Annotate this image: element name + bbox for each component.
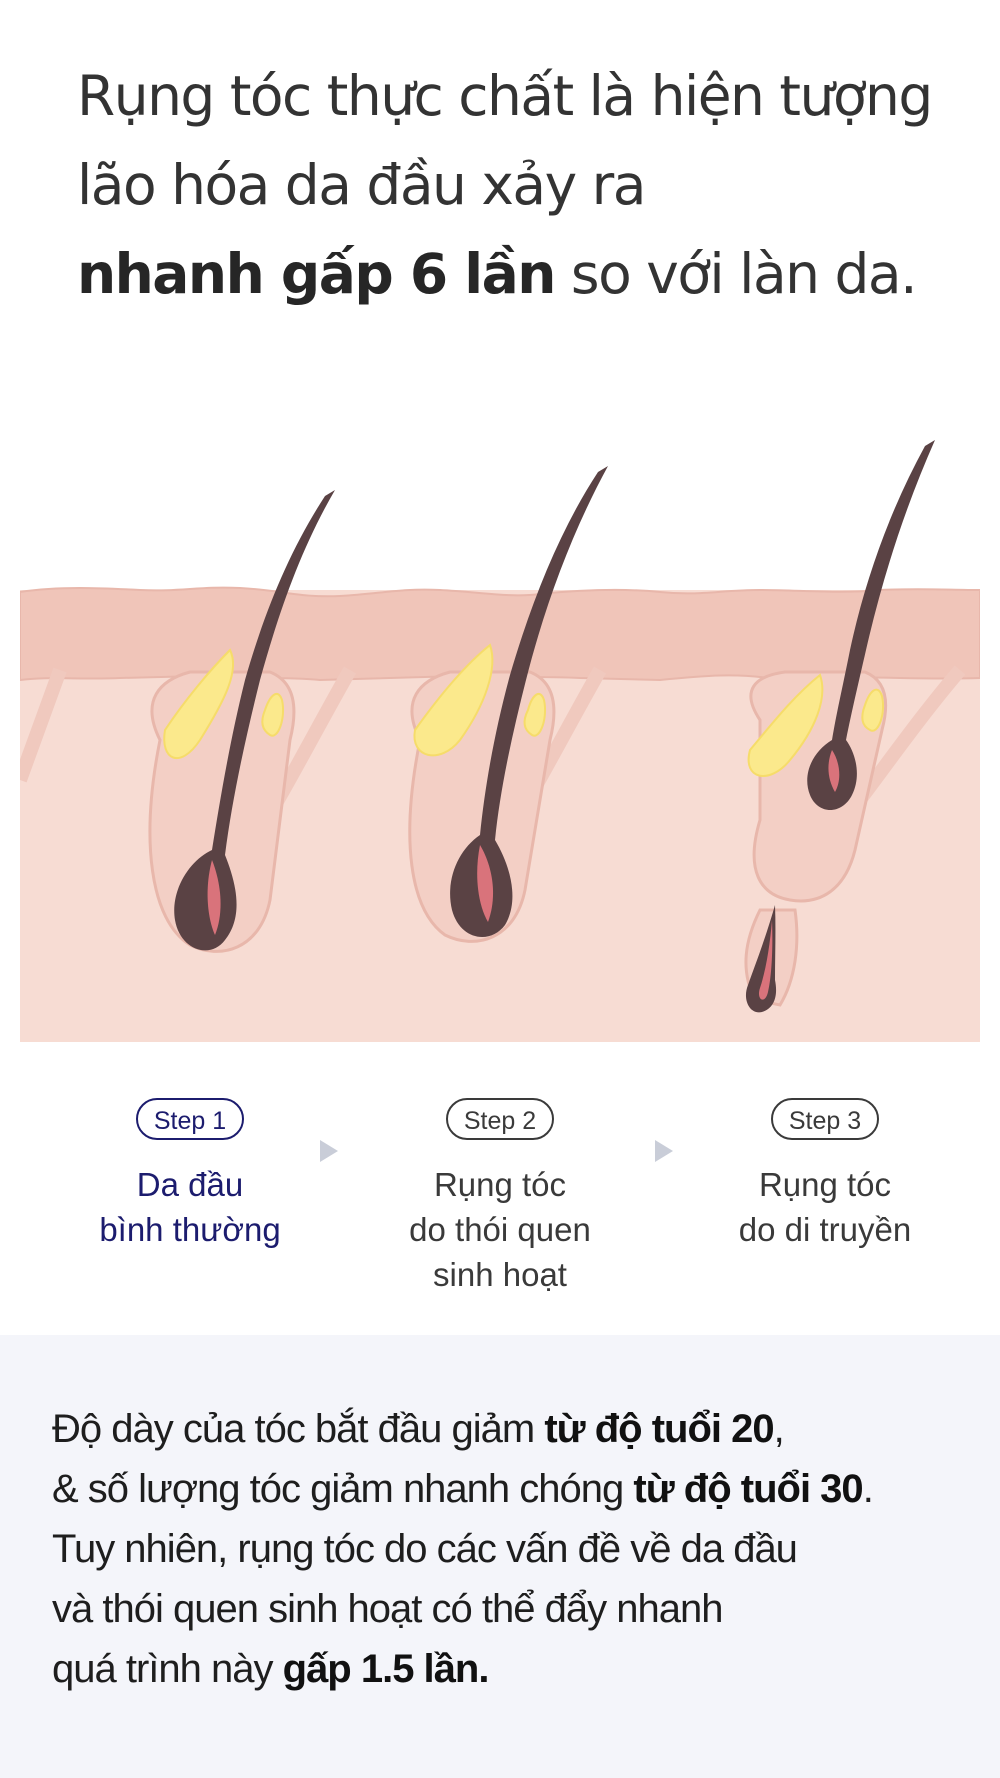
step-3-caption-line-1: Rụng tóc bbox=[758, 1166, 892, 1203]
step-1[interactable]: Step 1 Da đầu bình thường bbox=[40, 1098, 340, 1252]
hair-follicle-stages-illustration bbox=[20, 440, 980, 1042]
info-line-1-text: Độ dày của tóc bắt đầu giảm bbox=[52, 1407, 545, 1451]
follicle-step-2 bbox=[408, 466, 608, 943]
step-3[interactable]: Step 3 Rụng tóc do di truyền bbox=[675, 1098, 975, 1252]
info-line-2: & số lượng tóc giảm nhanh chóng từ độ tu… bbox=[52, 1459, 992, 1519]
step-3-badge: Step 3 bbox=[770, 1098, 880, 1140]
epidermis-layer bbox=[20, 586, 980, 682]
headline-line-2: lão hóa da đầu xảy ra bbox=[77, 153, 646, 217]
info-line-4: và thói quen sinh hoạt có thể đẩy nhanh bbox=[52, 1587, 723, 1631]
headline-line-3: nhanh gấp 6 lần so với làn da. bbox=[77, 230, 977, 319]
info-line-5: quá trình này gấp 1.5 lần. bbox=[52, 1639, 992, 1699]
step-2-caption: Rụng tóc do thói quen sinh hoạt bbox=[350, 1162, 650, 1297]
step-2-badge: Step 2 bbox=[445, 1098, 555, 1140]
headline: Rụng tóc thực chất là hiện tượng lão hóa… bbox=[77, 52, 977, 319]
hair-strand-2 bbox=[450, 466, 608, 937]
next-arrow-icon bbox=[320, 1140, 338, 1162]
info-line-1: Độ dày của tóc bắt đầu giảm từ độ tuổi 2… bbox=[52, 1399, 992, 1459]
follicle-step-1 bbox=[148, 490, 335, 953]
step-3-caption: Rụng tóc do di truyền bbox=[675, 1162, 975, 1252]
step-1-caption-line-1: Da đầu bbox=[136, 1166, 244, 1203]
next-arrow-icon bbox=[655, 1140, 673, 1162]
steps-row: Step 1 Da đầu bình thường Step 2 Rụng tó… bbox=[0, 1098, 1000, 1318]
step-2[interactable]: Step 2 Rụng tóc do thói quen sinh hoạt bbox=[350, 1098, 650, 1297]
info-line-1-end: , bbox=[773, 1407, 785, 1451]
headline-line-3-rest: so với làn da. bbox=[554, 242, 918, 306]
hair-strand-3 bbox=[807, 440, 935, 810]
info-paragraph: Độ dày của tóc bắt đầu giảm từ độ tuổi 2… bbox=[52, 1399, 992, 1699]
info-line-5-text: quá trình này bbox=[52, 1647, 283, 1691]
headline-line-1: Rụng tóc thực chất là hiện tượng bbox=[77, 64, 933, 128]
step-2-caption-line-2: do thói quen bbox=[409, 1211, 591, 1248]
step-1-caption-line-2: bình thường bbox=[99, 1211, 281, 1248]
step-3-caption-line-2: do di truyền bbox=[738, 1211, 912, 1248]
step-2-caption-line-3: sinh hoạt bbox=[433, 1256, 567, 1293]
info-line-2-emphasis: từ độ tuổi 30 bbox=[633, 1467, 863, 1511]
info-line-2-text: & số lượng tóc giảm nhanh chóng bbox=[52, 1467, 634, 1511]
hair-strand-1 bbox=[174, 490, 335, 951]
step-1-badge: Step 1 bbox=[135, 1098, 245, 1140]
info-line-1-emphasis: từ độ tuổi 20 bbox=[544, 1407, 774, 1451]
info-line-2-end: . bbox=[862, 1467, 874, 1511]
step-2-caption-line-1: Rụng tóc bbox=[433, 1166, 567, 1203]
info-line-5-emphasis: gấp 1.5 lần. bbox=[282, 1647, 490, 1691]
step-1-caption: Da đầu bình thường bbox=[40, 1162, 340, 1252]
info-line-3: Tuy nhiên, rụng tóc do các vấn đề về da … bbox=[52, 1527, 798, 1571]
info-panel: Độ dày của tóc bắt đầu giảm từ độ tuổi 2… bbox=[0, 1335, 1000, 1778]
follicle-step-3 bbox=[744, 440, 935, 1013]
headline-emphasis: nhanh gấp 6 lần bbox=[77, 242, 556, 306]
